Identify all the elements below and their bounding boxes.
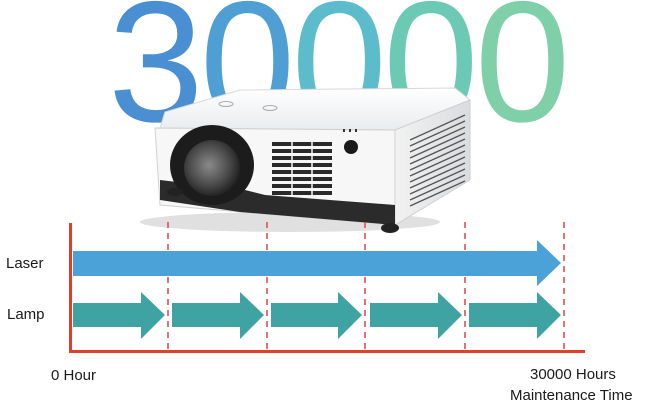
digit: 0 bbox=[474, 0, 571, 158]
interval-markers bbox=[167, 222, 565, 351]
maintenance-label: Maintenance Time bbox=[510, 387, 633, 404]
laser-arrow bbox=[73, 240, 561, 286]
start-label: 0 Hour bbox=[51, 367, 97, 384]
end-label: 30000 Hours bbox=[530, 366, 616, 383]
hero-number-30000: 30000 bbox=[108, 0, 571, 158]
lamp-arrows bbox=[73, 292, 561, 339]
laser-label: Laser bbox=[6, 255, 44, 272]
lamp-label: Lamp bbox=[7, 306, 45, 323]
